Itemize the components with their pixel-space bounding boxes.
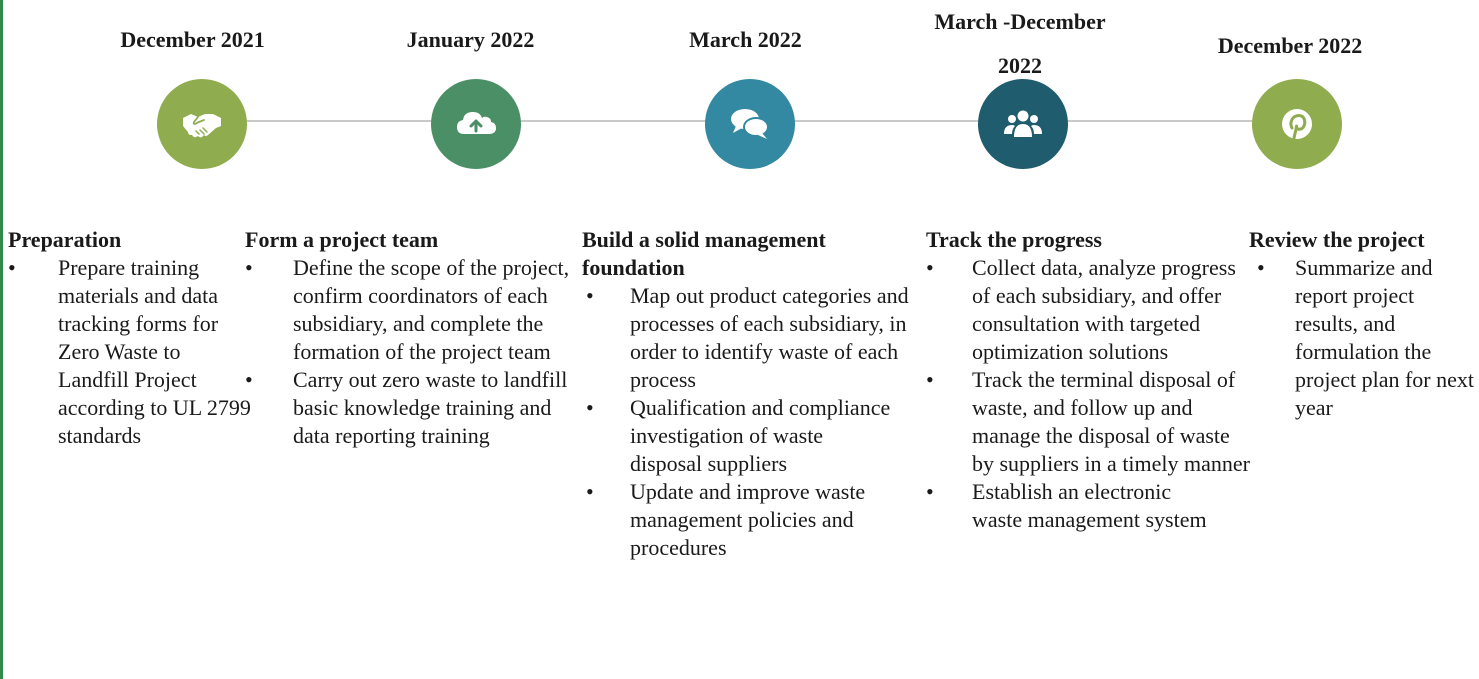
list-item: •Map out product categories and processe…: [586, 283, 909, 392]
milestone-date-1: December 2021: [120, 27, 265, 52]
chat-bubbles-icon: [731, 109, 769, 139]
milestone-title-5: Review the project: [1249, 227, 1425, 252]
list-item: •Qualification and compliance investigat…: [586, 395, 891, 476]
handshake-icon: [183, 114, 221, 138]
list-item: •Define the scope of the project, confir…: [245, 255, 570, 364]
milestone-column-5: Review the project •Summarize and report…: [1249, 226, 1475, 422]
milestone-node-5: [1252, 79, 1342, 169]
list-item: •Summarize and report project results, a…: [1257, 255, 1474, 420]
milestone-node-4: [978, 79, 1068, 169]
milestone-date-2: January 2022: [406, 27, 535, 52]
milestone-column-4: Track the progress •Collect data, analyz…: [926, 226, 1256, 534]
milestone-title-1: Preparation: [8, 227, 122, 252]
milestone-column-1: Preparation •Prepare training materials …: [8, 226, 253, 450]
list-item: •Prepare training materials and data tra…: [8, 255, 251, 448]
milestone-node-3: [705, 79, 795, 169]
list-item: •Collect data, analyze progress of each …: [926, 255, 1236, 364]
list-item: •Carry out zero waste to landfill basic …: [245, 367, 568, 448]
pinterest-icon: [1282, 109, 1312, 140]
milestone-date-5: December 2022: [1217, 33, 1363, 58]
milestone-bullets-2: •Define the scope of the project, confir…: [245, 254, 590, 450]
milestone-bullets-1: •Prepare training materials and data tra…: [8, 254, 253, 450]
milestone-title-4: Track the progress: [926, 227, 1102, 252]
list-item: •Establish an electronic waste managemen…: [926, 479, 1207, 532]
list-item: •Track the terminal disposal of waste, a…: [926, 367, 1250, 476]
milestone-column-3: Build a solid management foundation •Map…: [582, 226, 927, 562]
milestone-title-3: Build a solid management foundation: [582, 227, 826, 280]
users-group-icon: [1004, 110, 1042, 137]
milestone-node-1: [157, 79, 247, 169]
cloud-upload-icon: [457, 112, 496, 134]
milestone-bullets-4: •Collect data, analyze progress of each …: [926, 254, 1256, 534]
milestone-node-2: [431, 79, 521, 169]
milestone-bullets-3: •Map out product categories and processe…: [582, 282, 927, 562]
milestone-column-2: Form a project team •Define the scope of…: [245, 226, 590, 450]
milestone-date-4: March -December 2022: [934, 9, 1106, 78]
milestone-title-2: Form a project team: [245, 227, 439, 252]
milestone-date-3: March 2022: [689, 27, 802, 52]
list-item: •Update and improve waste management pol…: [586, 479, 866, 560]
left-border-rule: [0, 0, 3, 679]
milestone-bullets-5: •Summarize and report project results, a…: [1249, 254, 1475, 422]
